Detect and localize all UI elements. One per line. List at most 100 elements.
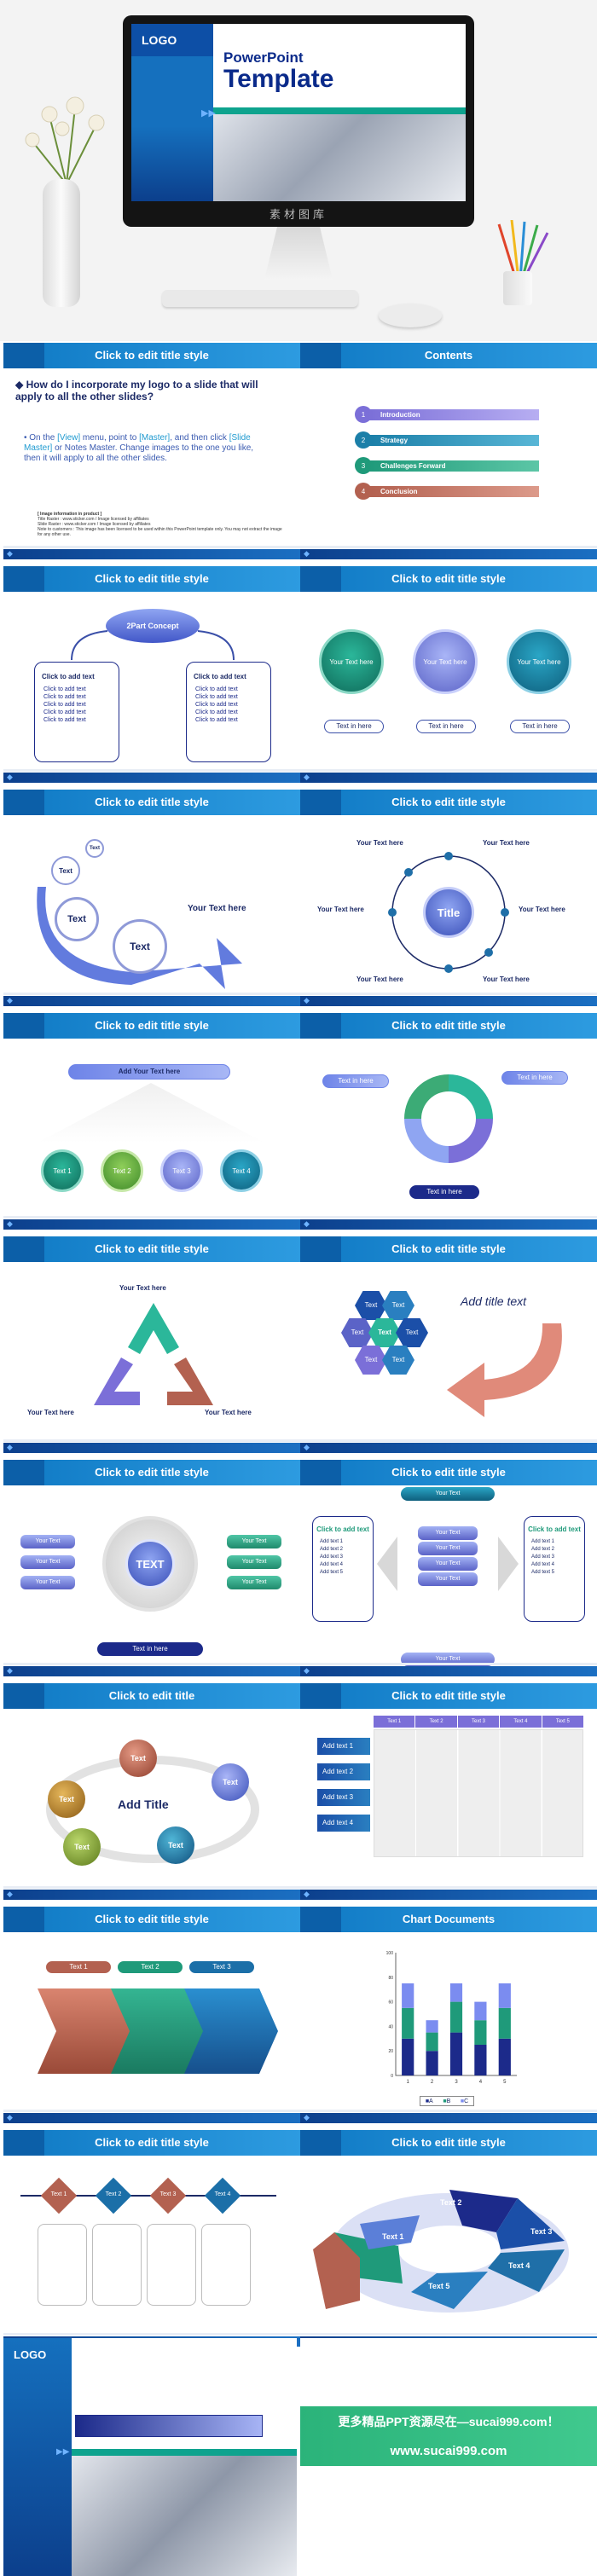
connector-arrows [71,630,235,661]
pill-bottom[interactable]: Text in here [409,1185,479,1199]
footer-arrow-icon: ◆ [7,773,13,781]
promo-url[interactable]: www.sucai999.com [300,2437,597,2466]
slide-title: Click to edit title style [95,1466,209,1479]
footer-arrow-icon: ◆ [304,2113,310,2122]
double-arrow-icon: ▶▶ [201,108,216,119]
slide-3[interactable]: Click to edit title style 2Part Concept … [3,566,300,783]
slide-6[interactable]: Click to edit title style Title Your Tex… [300,790,597,1006]
slide-15[interactable]: Click to edit title style Text 1 Text 2 … [3,1907,300,2123]
flower-bouquet-icon [25,96,105,184]
circle-3: Text 3 [160,1149,203,1192]
label-1[interactable]: Text 1 [46,1961,111,1973]
footer-arrow-icon: ◆ [304,1890,310,1898]
slide-12[interactable]: Click to edit title style Your Text Your… [300,1460,597,1676]
slide-title: Click to edit title [108,1689,195,1702]
slide-title: Chart Documents [402,1913,496,1925]
bar-a-3 [449,2032,463,2075]
slide-1[interactable]: Click to edit title style ◆ How do I inc… [3,343,300,559]
footer-arrow-icon: ◆ [304,1443,310,1451]
ball-small: Text [51,856,80,885]
slide-7[interactable]: Click to edit title style Add Your Text … [3,1013,300,1230]
pill-2[interactable]: Text in here [416,720,476,733]
slide-11[interactable]: Click to edit title style Your Text Your… [3,1460,300,1676]
your-text-label: Your Text here [188,904,246,913]
label-2[interactable]: Text 2 [118,1961,183,1973]
y-tick-label: 20 [388,2049,393,2054]
legend-b: ■B [443,2098,451,2104]
pill-left[interactable]: Text in here [322,1074,389,1088]
promo-banner[interactable]: 更多精品PPT资源尽在—sucai999.com！ [300,2406,597,2437]
slide-title: Contents [424,349,473,362]
slide-14[interactable]: Click to edit title style Text 1 Text 2 … [300,1683,597,1900]
spotlight-triangle [38,1083,264,1143]
y-tick-label: 80 [388,1976,393,1981]
card-1[interactable] [38,2224,87,2306]
segment-label-2: Text 2 [440,2198,462,2207]
slide-4[interactable]: Click to edit title style Your Text here… [300,566,597,783]
logo: LOGO [131,24,213,56]
center-title: Add Title [118,1797,169,1811]
slide-10[interactable]: Click to edit title style Text Text Text… [300,1236,597,1453]
ball-1: Text [119,1740,157,1777]
closing-slide[interactable]: LOGO ▶▶ [3,2338,297,2576]
pill-3[interactable]: Text in here [510,720,570,733]
slide-title: Click to edit title style [95,2136,209,2149]
bottom-pill[interactable]: Text in here [97,1642,203,1656]
slide-9[interactable]: Click to edit title style Your Text here… [3,1236,300,1453]
hero-banner: LOGO PowerPoint Template ▶▶ 素材图库 [0,0,597,341]
slide-13[interactable]: Click to edit title Add Title Text Text … [3,1683,300,1900]
pill-right[interactable]: Text in here [501,1071,568,1085]
bar-b-2 [426,2032,438,2052]
slide-2[interactable]: Contents 1 Introduction 2 Strategy 3 Cha… [300,343,597,559]
right-box: Click to add text Click to add text Clic… [186,662,271,762]
circle-2: Text 2 [101,1149,143,1192]
swoosh-arrow-icon [37,887,242,989]
center-text: TEXT [125,1539,175,1589]
image-info: [ Image information in product ] Title R… [38,512,282,537]
center-stack: Your Text Your Text Your Text Your Text [418,1526,478,1588]
slide-title: Click to edit title style [95,572,209,585]
bar-b-5 [498,2007,511,2039]
header-pill[interactable]: Add Your Text here [68,1064,230,1080]
double-arrow-icon: ▶▶ [56,2447,70,2457]
concept-bubble: 2Part Concept [106,609,200,643]
slide-18[interactable]: Click to edit title style Text 1 Text 2 … [300,2130,597,2347]
ball-tiny: Text [85,839,104,858]
bar-a-5 [498,2038,511,2075]
hero-title-line2: Template [223,65,334,93]
ball-large: Text [113,919,167,974]
ball-medium: Text [55,897,99,941]
left-arrow-icon [377,1537,397,1591]
slide-8[interactable]: Click to edit title style Text in here T… [300,1013,597,1230]
ball-3: Text [48,1780,85,1818]
x-tick-label: 5 [503,2080,507,2085]
bar-c-2 [426,2020,438,2033]
bar-c-4 [474,2001,487,2021]
segment-label-5: Text 5 [428,2282,450,2290]
bar-b-4 [474,2020,487,2045]
label-top: Your Text here [119,1284,166,1292]
ball-4: Text [63,1828,101,1866]
y-tick-label: 40 [388,2024,393,2029]
add-title-text: Add title text [461,1294,527,1308]
x-tick-label: 1 [407,2080,410,2085]
label-3[interactable]: Text 3 [189,1961,254,1973]
hex-7: Text [382,1346,414,1375]
card-4[interactable] [201,2224,251,2306]
footer-arrow-icon: ◆ [304,549,310,558]
center-title: Title [423,887,474,938]
left-box: Click to add text Click to add text Clic… [34,662,119,762]
top-disc: Your Text [401,1487,495,1501]
slide-5[interactable]: Click to edit title style Text Text Text… [3,790,300,1006]
x-tick-label: 4 [479,2080,483,2085]
ring-segments [313,2190,569,2313]
closing-title-bar [75,2415,263,2437]
card-3[interactable] [147,2224,196,2306]
card-2[interactable] [92,2224,142,2306]
bezel-watermark: 素材图库 [269,208,327,221]
x-tick-label: 2 [431,2080,434,2085]
pill-1[interactable]: Text in here [324,720,384,733]
circle-1: Your Text here [319,629,384,694]
slide-17[interactable]: Click to edit title style Text 1 Text 2 … [3,2130,300,2347]
